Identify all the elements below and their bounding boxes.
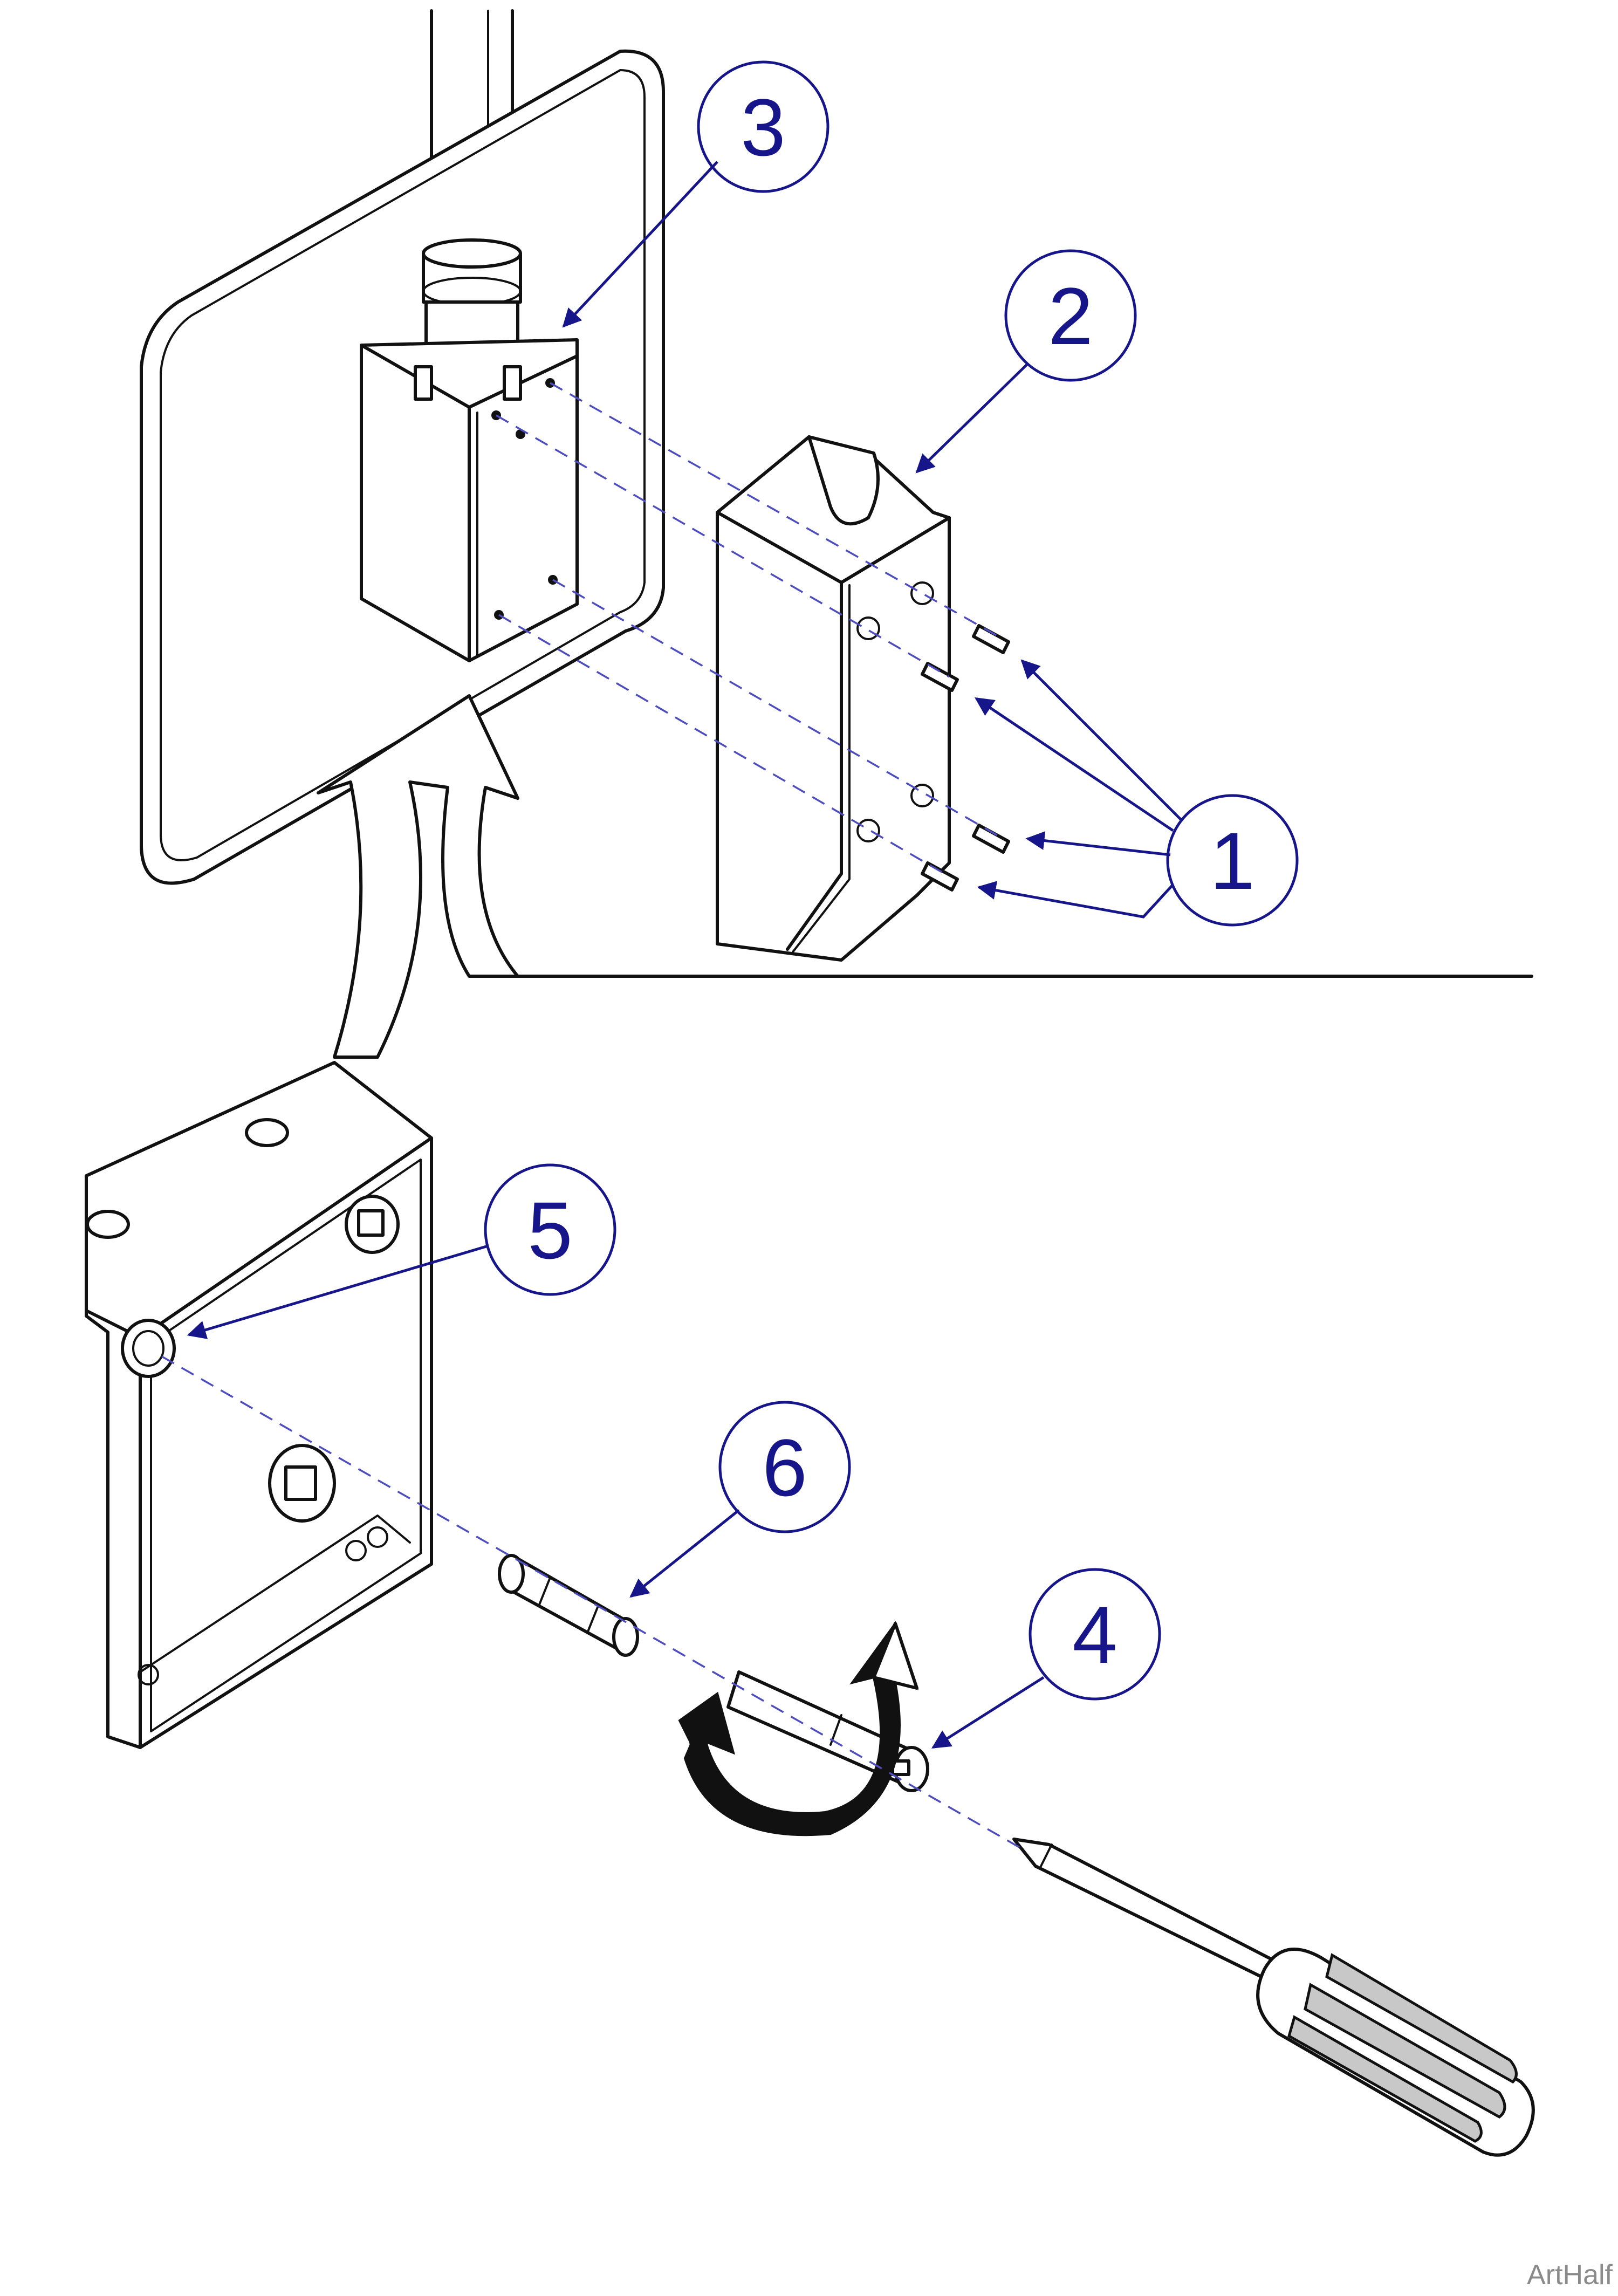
enclosure-holes [138, 1526, 388, 1685]
leader-lines [187, 161, 1182, 1749]
callout-6: 6 [718, 1401, 851, 1533]
callout-2: 2 [1004, 249, 1137, 382]
callout-5-label: 5 [527, 1185, 572, 1276]
art-label: ArtHalf [1527, 2259, 1613, 2291]
rotation-arrow [678, 1621, 919, 1836]
enclosure [85, 1061, 433, 1749]
fuse-holder-socket [121, 1319, 176, 1378]
callout-5: 5 [484, 1163, 616, 1296]
screwdriver [1012, 1838, 1535, 2157]
enclosure-screw-heads [86, 1118, 289, 1239]
cover [716, 435, 951, 962]
callout-3: 3 [697, 60, 829, 193]
cover-screw-holes [856, 581, 934, 842]
callout-6-label: 6 [762, 1422, 807, 1513]
callout-2-label: 2 [1048, 271, 1093, 361]
fuse [498, 1554, 639, 1657]
curved-move-arrow [317, 694, 519, 1059]
screws [921, 624, 1010, 892]
pole-collar [422, 238, 522, 358]
callout-3-label: 3 [741, 82, 785, 173]
fuse-holders [121, 1195, 400, 1523]
callout-4-label: 4 [1072, 1589, 1117, 1680]
callout-1: 1 [1166, 794, 1299, 927]
callout-4: 4 [1029, 1568, 1161, 1701]
callout-1-label: 1 [1210, 815, 1254, 906]
alignment-lines-top [496, 382, 1004, 878]
alignment-line-bottom [161, 1355, 1020, 1848]
junction-box [360, 338, 579, 662]
fuse-cap [726, 1670, 929, 1792]
